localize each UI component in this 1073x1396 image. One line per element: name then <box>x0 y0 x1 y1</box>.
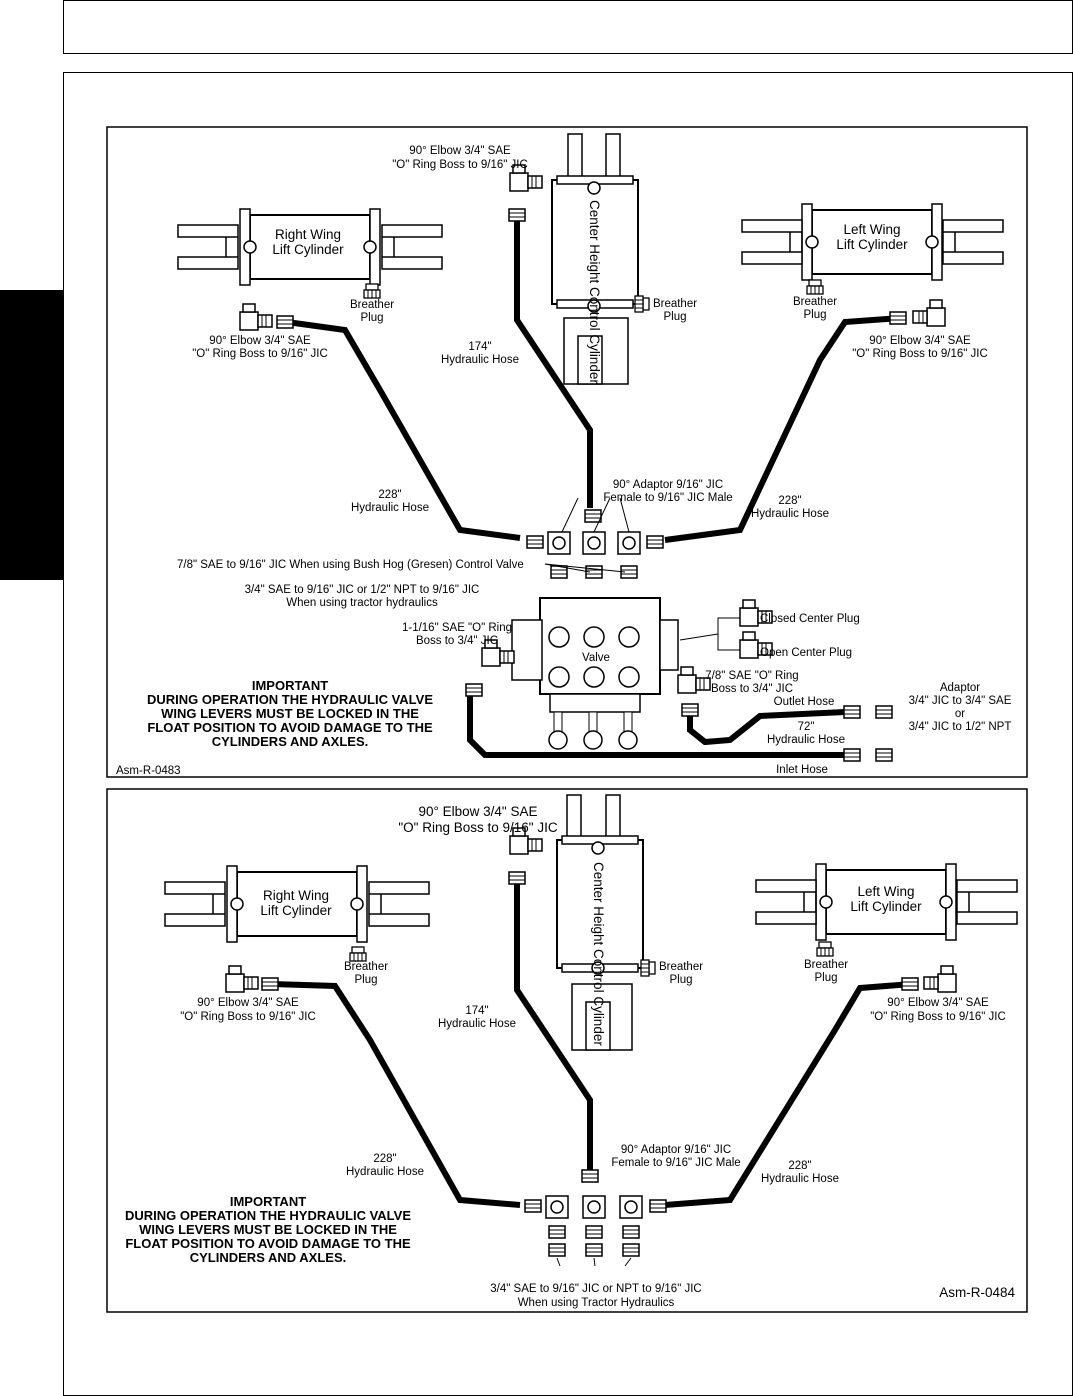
tees-2 <box>545 1195 643 1219</box>
right-cylinder-label-1b: Lift Cylinder <box>272 242 344 257</box>
important-1-line1: DURING OPERATION THE HYDRAULIC VALVE <box>147 692 433 707</box>
elbow-right-label-1a: 90° Elbow 3/4" SAE <box>209 335 311 347</box>
important-2-line1: DURING OPERATION THE HYDRAULIC VALVE <box>125 1208 411 1223</box>
left-cylinder-label-2b: Lift Cylinder <box>850 899 922 914</box>
boss-1116-label-1b: Boss to 3/4" JIC <box>416 635 498 647</box>
hose-72-label-1a: 72" <box>798 721 815 733</box>
adaptor-label-1a: 90° Adaptor 9/16" JIC <box>613 479 723 491</box>
tractor-label-1b: When using tractor hydraulics <box>286 597 438 609</box>
important-1-title: IMPORTANT <box>252 678 328 693</box>
adaptor-label-1b: Female to 9/16" JIC Male <box>603 492 732 504</box>
right-cylinder-label-2a: Right Wing <box>263 888 329 903</box>
important-1-line4: CYLINDERS AND AXLES. <box>212 734 369 749</box>
left-cylinder-label-2a: Left Wing <box>857 884 914 899</box>
section-side-tab <box>0 290 63 580</box>
center-cylinder-1 <box>551 133 639 385</box>
valve-body-1 <box>511 597 679 750</box>
breather-left-2a: Breather <box>804 959 848 971</box>
important-2-line4: CYLINDERS AND AXLES. <box>190 1250 347 1265</box>
inlet-label-1: Inlet Hose <box>776 764 828 776</box>
important-2-line2: WING LEVERS MUST BE LOCKED IN THE <box>139 1222 397 1237</box>
breather-right-1b: Plug <box>360 312 383 324</box>
hose-72-label-1b: Hydraulic Hose <box>767 734 845 746</box>
tees-1 <box>547 531 641 555</box>
elbow-top-label-1b: "O" Ring Boss to 9/16" JIC <box>392 159 528 171</box>
elbow-top-label-2b: "O" Ring Boss to 9/16" JIC <box>398 820 557 835</box>
boss-1116-label-1a: 1-1/16" SAE "O" Ring <box>402 622 512 634</box>
diagram-1-frame <box>106 126 1028 778</box>
outlet-label-1: Outlet Hose <box>774 696 835 708</box>
important-2-title: IMPORTANT <box>230 1194 306 1209</box>
elbow-right-label-2b: "O" Ring Boss to 9/16" JIC <box>180 1011 316 1023</box>
elbow-left-label-2a: 90° Elbow 3/4" SAE <box>887 997 989 1009</box>
hose-center-1 <box>514 220 593 508</box>
right-cylinder-label-1a: Right Wing <box>275 227 341 242</box>
elbow-right-label-1b: "O" Ring Boss to 9/16" JIC <box>192 348 328 360</box>
boss-78-label-1b: Boss to 3/4" JIC <box>711 683 793 695</box>
breather-center-2b: Plug <box>669 974 692 986</box>
breather-right-1a: Breather <box>350 299 394 311</box>
breather-left-1a: Breather <box>793 296 837 308</box>
hose-left-label-2b: Hydraulic Hose <box>761 1173 839 1185</box>
hose-left-2 <box>664 981 913 1208</box>
elbow-top-label-1a: 90° Elbow 3/4" SAE <box>409 145 511 157</box>
breather-right-2a: Breather <box>344 961 388 973</box>
breather-center-1b: Plug <box>663 311 686 323</box>
adaptor-right-label-1d: 3/4" JIC to 1/2" NPT <box>909 721 1012 733</box>
right-cylinder-label-2b: Lift Cylinder <box>260 903 332 918</box>
hose-center-label-1b: Hydraulic Hose <box>441 354 519 366</box>
boss-78-label-1a: 7/8" SAE "O" Ring <box>705 670 798 682</box>
adaptor-right-label-1b: 3/4" JIC to 3/4" SAE <box>909 695 1012 707</box>
hose-left-label-1a: 228" <box>778 495 801 507</box>
important-1-line3: FLOAT POSITION TO AVOID DAMAGE TO THE <box>147 720 433 735</box>
breather-left-2b: Plug <box>814 972 837 984</box>
elbow-left-label-1a: 90° Elbow 3/4" SAE <box>869 335 971 347</box>
hose-right-label-2a: 228" <box>373 1153 396 1165</box>
breather-center-1a: Breather <box>653 298 697 310</box>
adaptor-label-2a: 90° Adaptor 9/16" JIC <box>621 1144 731 1156</box>
elbow-left-label-2b: "O" Ring Boss to 9/16" JIC <box>870 1011 1006 1023</box>
hose-left-label-1b: Hydraulic Hose <box>751 508 829 520</box>
open-plug-label-1: Open Center Plug <box>760 647 852 659</box>
hose-right-label-1a: 228" <box>378 489 401 501</box>
elbow-right-label-2a: 90° Elbow 3/4" SAE <box>197 997 299 1009</box>
hose-right-label-1b: Hydraulic Hose <box>351 502 429 514</box>
hose-left-label-2a: 228" <box>788 1160 811 1172</box>
center-cylinder-label-2: Center Height Control Cylinder <box>591 862 606 1046</box>
hose-right-1 <box>286 319 521 541</box>
adaptor-right-label-1a: Adaptor <box>940 682 980 694</box>
inlet-hose-1 <box>467 690 860 758</box>
center-cylinder-2 <box>556 794 644 1051</box>
adaptor-right-label-1c: or <box>955 708 965 720</box>
tractor-label-2a: 3/4" SAE to 9/16" JIC or NPT to 9/16" JI… <box>490 1283 701 1295</box>
hose-left-1 <box>664 315 901 543</box>
left-cylinder-label-1a: Left Wing <box>843 222 900 237</box>
hose-center-2 <box>514 880 593 1170</box>
diagram-2-id: Asm-R-0484 <box>939 1285 1015 1300</box>
diagram-2-frame <box>106 788 1028 1313</box>
tractor-label-1a: 3/4" SAE to 9/16" JIC or 1/2" NPT to 9/1… <box>245 584 480 596</box>
hose-center-label-1a: 174" <box>468 341 491 353</box>
breather-right-2b: Plug <box>354 974 377 986</box>
bush-hog-label-1: 7/8" SAE to 9/16" JIC When using Bush Ho… <box>177 559 524 571</box>
breather-left-1b: Plug <box>803 309 826 321</box>
tractor-label-2b: When using Tractor Hydraulics <box>518 1297 675 1309</box>
left-cylinder-label-1b: Lift Cylinder <box>836 237 908 252</box>
hose-center-label-2b: Hydraulic Hose <box>438 1018 516 1030</box>
outlet-hose-1 <box>687 709 846 746</box>
valve-label-1: Valve <box>582 652 610 664</box>
diagram-1-id: Asm-R-0483 <box>116 765 181 777</box>
closed-plug-label-1: Closed Center Plug <box>760 613 860 625</box>
breather-center-2a: Breather <box>659 961 703 973</box>
important-2-line3: FLOAT POSITION TO AVOID DAMAGE TO THE <box>125 1236 411 1251</box>
center-cylinder-label-1: Center Height Control Cylinder <box>587 200 602 384</box>
hose-right-label-2b: Hydraulic Hose <box>346 1166 424 1178</box>
hose-center-label-2a: 174" <box>465 1005 488 1017</box>
elbow-left-label-1b: "O" Ring Boss to 9/16" JIC <box>852 348 988 360</box>
important-1-line2: WING LEVERS MUST BE LOCKED IN THE <box>161 706 419 721</box>
hose-right-2 <box>271 981 521 1208</box>
elbow-top-label-2a: 90° Elbow 3/4" SAE <box>418 804 537 819</box>
adaptor-label-2b: Female to 9/16" JIC Male <box>611 1157 740 1169</box>
